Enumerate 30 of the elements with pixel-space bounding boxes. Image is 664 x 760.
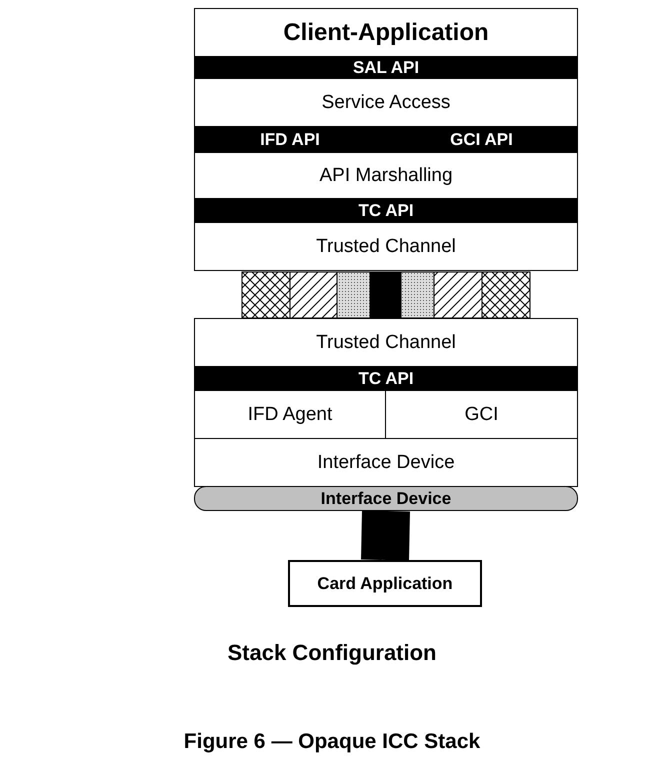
layer-box xyxy=(194,318,578,367)
layer-label: Trusted Channel xyxy=(316,332,456,354)
layer-label: Card Application xyxy=(317,574,453,594)
layer-label: GCI xyxy=(464,404,498,426)
layer-label: API Marshalling xyxy=(319,164,453,186)
diagram-heading: Stack Configuration xyxy=(226,640,438,666)
card-box xyxy=(288,560,482,607)
layer-label: IFD API xyxy=(260,130,320,150)
api-bar xyxy=(385,126,578,153)
layer-label: Service Access xyxy=(322,92,450,114)
api-bar xyxy=(194,198,578,223)
layer-box xyxy=(194,8,578,57)
api-bar xyxy=(194,366,578,391)
layer-label: Interface Device xyxy=(320,488,452,508)
layer-label: TC API xyxy=(358,200,414,220)
layer-box xyxy=(194,152,578,199)
layer-label: GCI API xyxy=(450,130,513,150)
layer-label: TC API xyxy=(358,368,414,388)
layer-label: Interface Device xyxy=(317,452,455,474)
figure-caption: Figure 6 — Opaque ICC Stack xyxy=(182,730,482,754)
layer-box xyxy=(194,222,578,271)
layer-label: SAL API xyxy=(352,58,420,78)
layer-box xyxy=(194,438,578,487)
layer-label: Client-Application xyxy=(283,18,489,46)
bus-bar xyxy=(194,486,578,511)
layer-label: Trusted Channel xyxy=(316,236,456,258)
layer-box xyxy=(194,78,578,127)
api-bar xyxy=(194,126,386,153)
api-bar xyxy=(194,56,578,79)
layer-label: IFD Agent xyxy=(248,404,332,426)
